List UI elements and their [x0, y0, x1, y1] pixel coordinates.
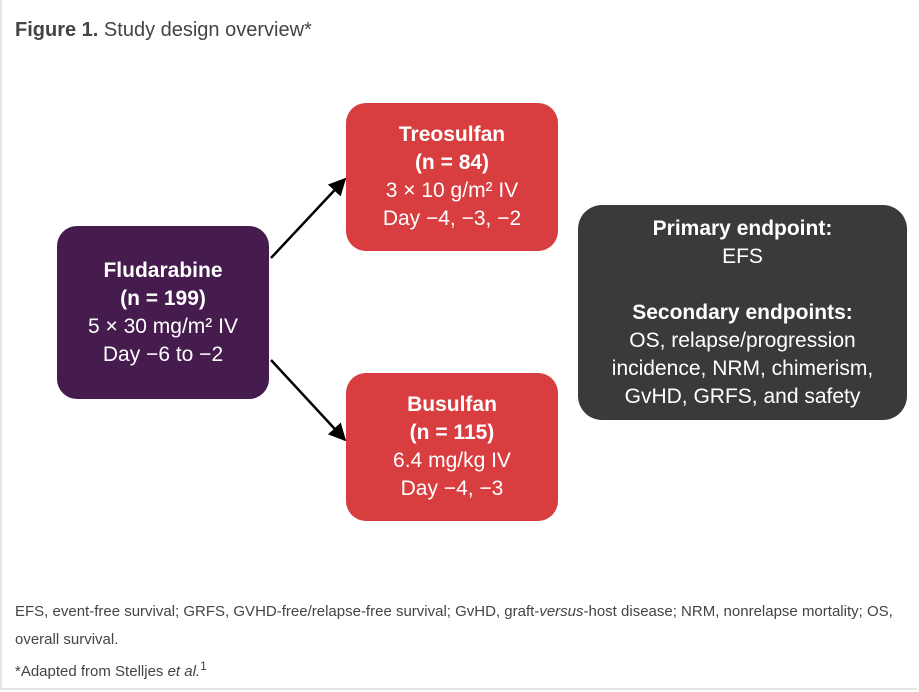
abbreviations-text-1: EFS, event-free survival; GRFS, GVHD-fre…: [15, 603, 540, 620]
abbreviations-text-2: -host disease; NRM, nonrelapse mortality…: [15, 603, 893, 648]
secondary-endpoint-line: OS, relapse/progression: [629, 328, 856, 352]
fludarabine-n: (n = 199): [120, 286, 206, 310]
treosulfan-schedule: Day −4, −3, −2: [382, 207, 522, 230]
abbreviations-footnote: EFS, event-free survival; GRFS, GVHD-fre…: [15, 598, 910, 654]
endpoints-box: Primary endpoint: EFS Secondary endpoint…: [578, 205, 907, 420]
figure-label: Figure 1.: [15, 19, 99, 41]
fludarabine-schedule: Day −6 to −2: [102, 342, 224, 366]
treosulfan-name: Treosulfan: [398, 123, 506, 146]
figure-title-text: Study design overview*: [103, 19, 312, 41]
primary-endpoint-heading: Primary endpoint:: [652, 216, 833, 240]
busulfan-name: Busulfan: [407, 393, 497, 416]
adapted-prefix: *Adapted from Stelljes: [15, 663, 168, 680]
primary-endpoint-value: EFS: [722, 244, 763, 268]
fludarabine-dose: 5 × 30 mg/m² IV: [88, 314, 238, 338]
adapted-italic: et al.: [167, 663, 201, 680]
busulfan-n: (n = 115): [409, 421, 495, 444]
secondary-endpoint-line: GvHD, GRFS, and safety: [624, 384, 861, 408]
treosulfan-box: Treosulfan (n = 84) 3 × 10 g/m² IV Day −…: [346, 103, 558, 251]
reference-superscript: 1: [200, 659, 207, 673]
secondary-endpoint-line: incidence, NRM, chimerism,: [611, 356, 874, 380]
secondary-endpoints-heading: Secondary endpoints:: [632, 300, 853, 324]
fludarabine-name: Fludarabine: [103, 258, 223, 282]
abbreviations-italic: versus: [539, 603, 584, 620]
figure-title: Figure 1. Study design overview*: [15, 19, 312, 42]
busulfan-dose: 6.4 mg/kg IV: [393, 449, 511, 472]
fludarabine-box: Fludarabine (n = 199) 5 × 30 mg/m² IV Da…: [57, 226, 269, 399]
treosulfan-n: (n = 84): [414, 151, 490, 174]
busulfan-box: Busulfan (n = 115) 6.4 mg/kg IV Day −4, …: [346, 373, 558, 521]
treosulfan-dose: 3 × 10 g/m² IV: [385, 179, 519, 202]
adapted-footnote: *Adapted from Stelljes et al.1: [15, 658, 207, 686]
busulfan-schedule: Day −4, −3: [400, 477, 504, 500]
